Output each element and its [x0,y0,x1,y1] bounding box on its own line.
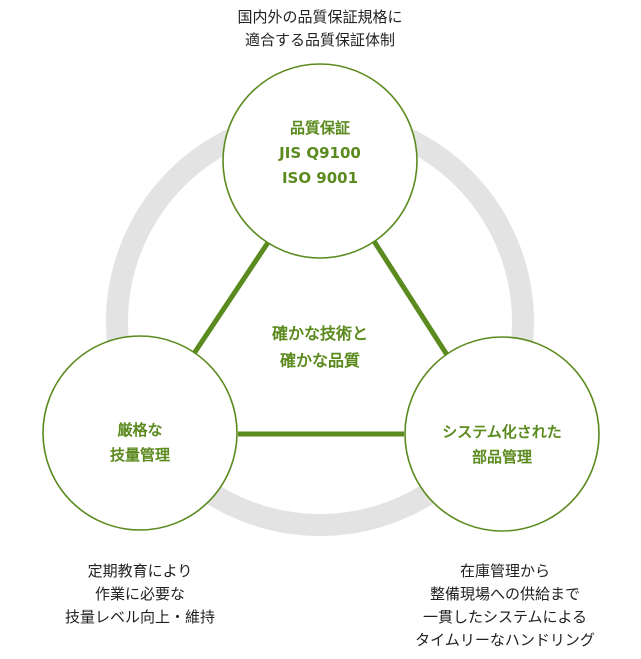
node-quality-assurance-label: 品質保証 JIS Q9100 ISO 9001 [230,116,410,191]
connector-top-right [369,236,452,360]
node-quality-assurance [222,63,418,259]
right-caption-line: 一貫したシステムによる [422,608,588,626]
center-label-line: 確かな技術と [271,324,368,343]
node-parts-management-label: システム化された 部品管理 [412,420,592,470]
top-caption: 国内外の品質保証規格に 適合する品質保証体制 [170,6,470,52]
node-skill-management [42,335,238,531]
left-caption: 定期教育により 作業に必要な 技量レベル向上・維持 [20,560,260,629]
right-caption-line: タイムリーなハンドリング [415,631,595,649]
right-caption-line: 整備現場への供給まで [429,585,580,603]
node-label-line: 厳格な [117,421,163,439]
node-parts-management [404,336,600,532]
connector-top-left [188,236,274,360]
node-skill-management-label: 厳格な 技量管理 [50,418,230,468]
top-caption-line: 国内外の品質保証規格に [237,8,403,26]
right-caption-line: 在庫管理から [459,562,550,580]
node-label-line: 品質保証 [289,119,350,137]
node-label-line: 技量管理 [109,446,170,464]
top-caption-line: 適合する品質保証体制 [244,31,395,49]
center-label: 確かな技術と 確かな品質 [220,320,420,374]
node-label-line: 部品管理 [471,448,532,466]
center-label-line: 確かな品質 [279,351,360,370]
node-label-line: JIS Q9100 [279,144,361,162]
left-caption-line: 作業に必要な [94,585,185,603]
right-caption: 在庫管理から 整備現場への供給まで 一貫したシステムによる タイムリーなハンドリ… [380,560,630,652]
node-label-line: ISO 9001 [281,169,359,187]
left-caption-line: 技量レベル向上・維持 [64,608,215,626]
node-label-line: システム化された [442,423,562,441]
left-caption-line: 定期教育により [87,562,193,580]
